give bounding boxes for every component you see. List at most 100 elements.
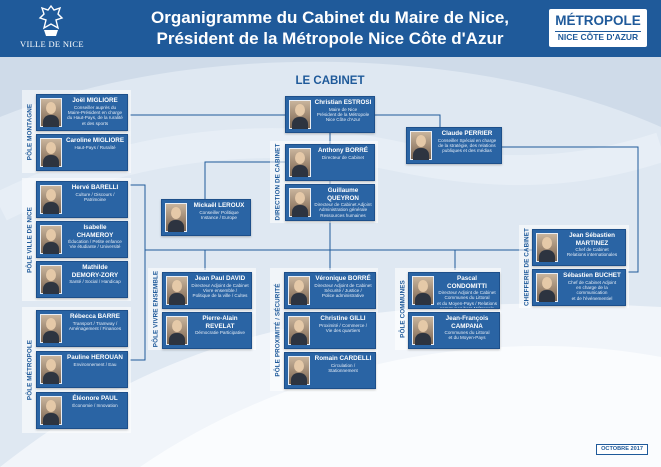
person-role: Directeur Adjoint de Cabinet Vivre ensem… (191, 282, 249, 299)
person-role: Éducation / Petite enfance Vie étudiante… (68, 239, 122, 250)
footer-date: OCTOBRE 2017 (596, 444, 648, 455)
header-bar: VILLE DE NICE Organigramme du Cabinet du… (0, 0, 661, 57)
person-role: Directeur de Cabinet (321, 154, 365, 160)
person-name: Claude PERRIER (441, 130, 493, 137)
portrait-photo (166, 316, 188, 345)
city-name: VILLE DE NICE (20, 39, 84, 49)
person-name: Jean-François CAMPANA (445, 315, 489, 330)
portrait-photo (536, 233, 558, 262)
eagle-crest-icon (38, 4, 64, 36)
portrait-photo (412, 316, 434, 345)
person-name: Pascal CONDOMITTI (447, 275, 487, 290)
section-title-cabinet: LE CABINET (295, 75, 365, 87)
person-role: Environnement / Eau (73, 361, 117, 367)
person-name: Mathilde DEMORY-ZORY (71, 264, 119, 279)
person-name: Caroline MIGLIORE (65, 137, 125, 144)
title-line-1: Organigramme du Cabinet du Maire de Nice… (150, 8, 510, 27)
person-name: Pierre-Alain REVELAT (202, 315, 238, 330)
person-name: Joël MIGLIORE (72, 97, 118, 104)
label-pole-metropole: PÔLE MÉTROPOLE (26, 339, 34, 401)
label-pole-vivre: PÔLE VIVRE ENSEMBLE (152, 270, 160, 348)
person-role: Directeur Adjoint de Cabinet Communes du… (437, 290, 498, 309)
portrait-photo (40, 355, 62, 384)
person-role: Culture / Discours / Patrimoine (75, 191, 115, 202)
person-role: Transport / Tramway / Aménagement / Fina… (68, 320, 122, 331)
portrait-photo (288, 276, 310, 305)
person-role: Économie / Innovation (72, 402, 118, 408)
person-name: Éléonore PAUL (72, 395, 118, 402)
portrait-photo (40, 225, 62, 254)
person-name: Hervé BARELLI (71, 184, 119, 191)
person-role: Conseiller Spécial en charge de la strat… (437, 137, 497, 154)
portrait-photo (40, 314, 62, 343)
portrait-photo (536, 273, 558, 302)
portrait-photo (40, 98, 62, 127)
person-role: Maire de Nice Président de la Métropole … (316, 106, 370, 123)
person-name: Rébecca BARRE (69, 313, 121, 320)
person-role: Chef de Cabinet Adjoint en charge de la … (567, 279, 617, 301)
portrait-photo (40, 185, 62, 214)
person-name: Véronique BORRÉ (315, 275, 371, 282)
portrait-photo (40, 396, 62, 425)
person-name: Mickaël LEROUX (193, 202, 245, 209)
portrait-photo (288, 356, 310, 385)
portrait-photo (289, 148, 311, 177)
portrait-photo (288, 316, 310, 345)
person-role: Conseiller auprès du Maire-Président en … (67, 104, 123, 126)
portrait-photo (165, 203, 187, 232)
person-name: Jean Sébastien MARTINEZ (569, 232, 615, 247)
title-line-2: Président de la Métropole Nice Côte d'Az… (156, 29, 504, 48)
portrait-photo (410, 131, 432, 160)
person-name: Christian ESTROSI (314, 99, 372, 106)
person-role: Proximité / Commerce / Vie des quartiers (319, 322, 367, 333)
portrait-photo (289, 100, 311, 129)
metropole-logo-line-1: MÉTROPOLE (555, 13, 641, 28)
label-pole-ville: PÔLE VILLE DE NICE (26, 206, 34, 273)
label-pole-montagne: PÔLE MONTAGNE (26, 103, 34, 160)
portrait-photo (40, 265, 62, 294)
metropole-logo: MÉTROPOLE NICE CÔTE D'AZUR (549, 9, 647, 47)
person-name: Sébastien BUCHET (563, 272, 621, 279)
page-title: Organigramme du Cabinet du Maire de Nice… (110, 7, 550, 49)
portrait-photo (40, 138, 62, 167)
city-crest-logo: VILLE DE NICE (20, 4, 84, 54)
person-role: Communes du Littoral et du Moyen-Pays (444, 330, 490, 341)
person-role: Chef de Cabinet Relations internationale… (566, 247, 618, 258)
label-pole-proximite: PÔLE PROXIMITÉ / SÉCURITÉ (274, 282, 282, 377)
portrait-photo (166, 276, 188, 305)
person-name: Romain CARDELLI (314, 355, 372, 362)
person-name: Guillaume QUEYRON (327, 187, 359, 202)
metropole-logo-line-2: NICE CÔTE D'AZUR (555, 31, 641, 43)
label-direction-cabinet: DIRECTION DE CABINET (274, 143, 282, 221)
person-role: Démocratie Participative (195, 330, 245, 335)
person-role: Haut-Pays / Ruralité (74, 144, 116, 150)
person-role: Directeur de Cabinet Adjoint Administrat… (314, 202, 372, 218)
person-role: Santé / Social / Handicap (69, 279, 121, 284)
person-role: Conseiller Politique Instance / Europe (199, 209, 239, 220)
person-name: Jean Paul DAVID (194, 275, 246, 282)
person-role: Directeur Adjoint de Cabinet Sécurité / … (314, 282, 372, 299)
portrait-photo (412, 276, 434, 305)
portrait-photo (289, 188, 311, 217)
